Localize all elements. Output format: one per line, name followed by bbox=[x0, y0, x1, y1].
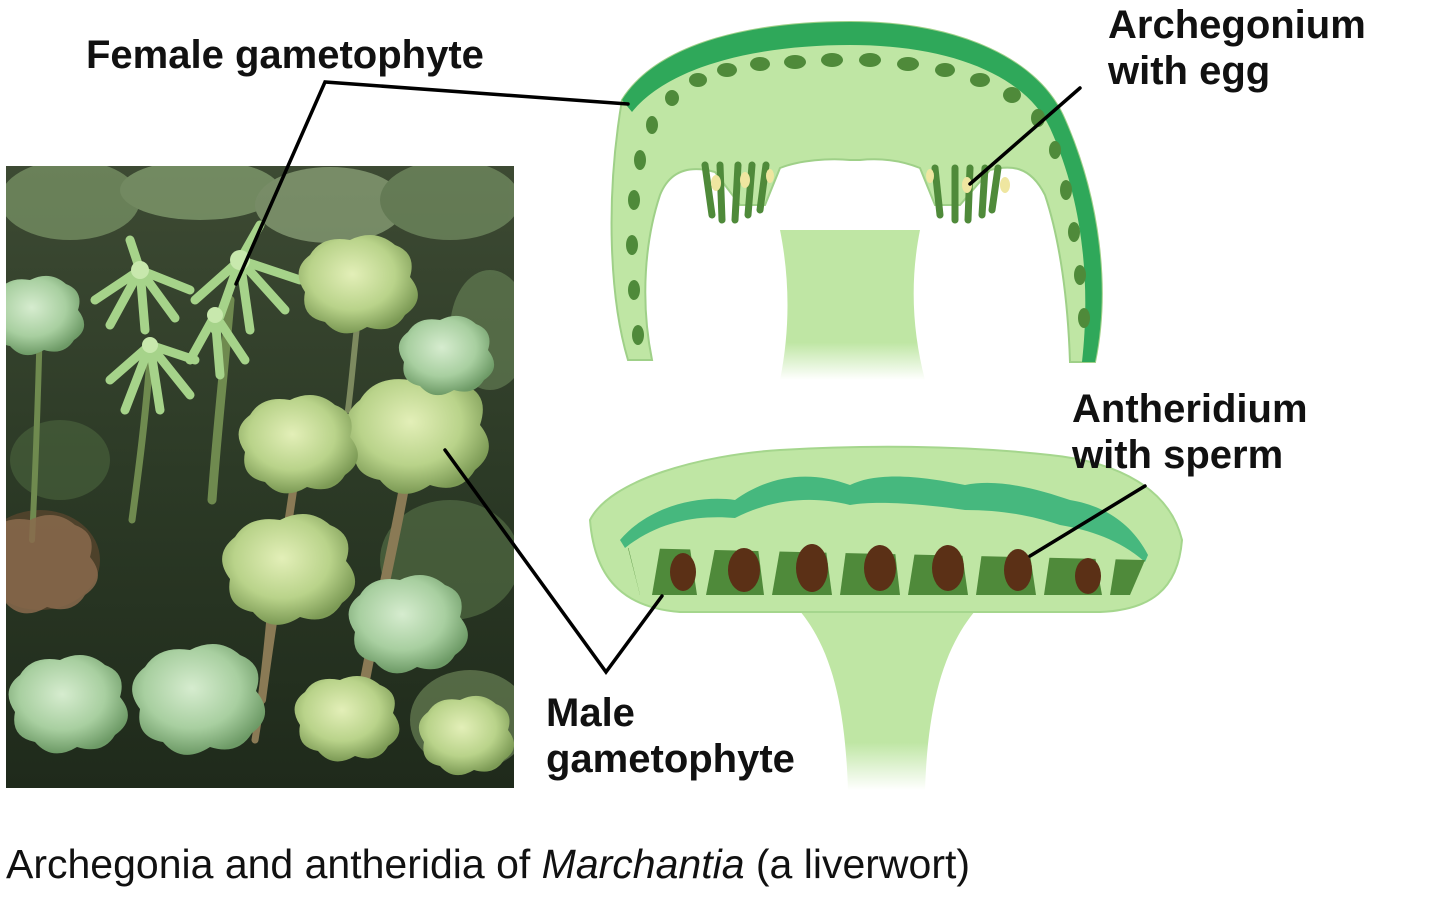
caption-text-after: (a liverwort) bbox=[744, 841, 971, 887]
archegonia-left bbox=[701, 161, 774, 224]
antheridium-label: Antheridium with sperm bbox=[1072, 386, 1308, 478]
archegonium-leader-line bbox=[968, 86, 1082, 186]
male-label-line2: gametophyte bbox=[546, 737, 795, 781]
male-pad-shapes bbox=[6, 235, 514, 776]
caption-genus: Marchantia bbox=[541, 841, 745, 887]
egg-cell bbox=[962, 177, 972, 193]
caption-text-before: Archegonia and antheridia of bbox=[6, 841, 542, 887]
archegonia-right bbox=[926, 164, 1010, 224]
antheridium-label-line1: Antheridium bbox=[1072, 387, 1308, 431]
archegonium-label-line2: with egg bbox=[1108, 49, 1271, 93]
archegonium-label-line1: Archegonium bbox=[1108, 3, 1366, 47]
archegoniophore-cross-section bbox=[610, 20, 1103, 380]
antheridium-with-sperm bbox=[1004, 549, 1032, 591]
male-label-line1: Male bbox=[546, 691, 635, 735]
antheridium-leader-line bbox=[1028, 484, 1147, 558]
leader-lines bbox=[234, 80, 1147, 675]
antheridia bbox=[670, 544, 1101, 594]
marchantia-photo bbox=[6, 166, 514, 788]
archegonium-label: Archegonium with egg bbox=[1108, 2, 1366, 94]
air-chambers bbox=[626, 53, 1090, 345]
female-leader-line bbox=[234, 80, 630, 286]
male-gametophyte-label: Male gametophyte bbox=[546, 690, 795, 782]
antheridium-label-line2: with sperm bbox=[1072, 433, 1284, 477]
male-leader-line bbox=[443, 448, 664, 675]
figure-caption: Archegonia and antheridia of Marchantia … bbox=[6, 840, 970, 888]
antheridiophore-cross-section bbox=[588, 445, 1184, 790]
female-gametophyte-label: Female gametophyte bbox=[86, 33, 484, 77]
